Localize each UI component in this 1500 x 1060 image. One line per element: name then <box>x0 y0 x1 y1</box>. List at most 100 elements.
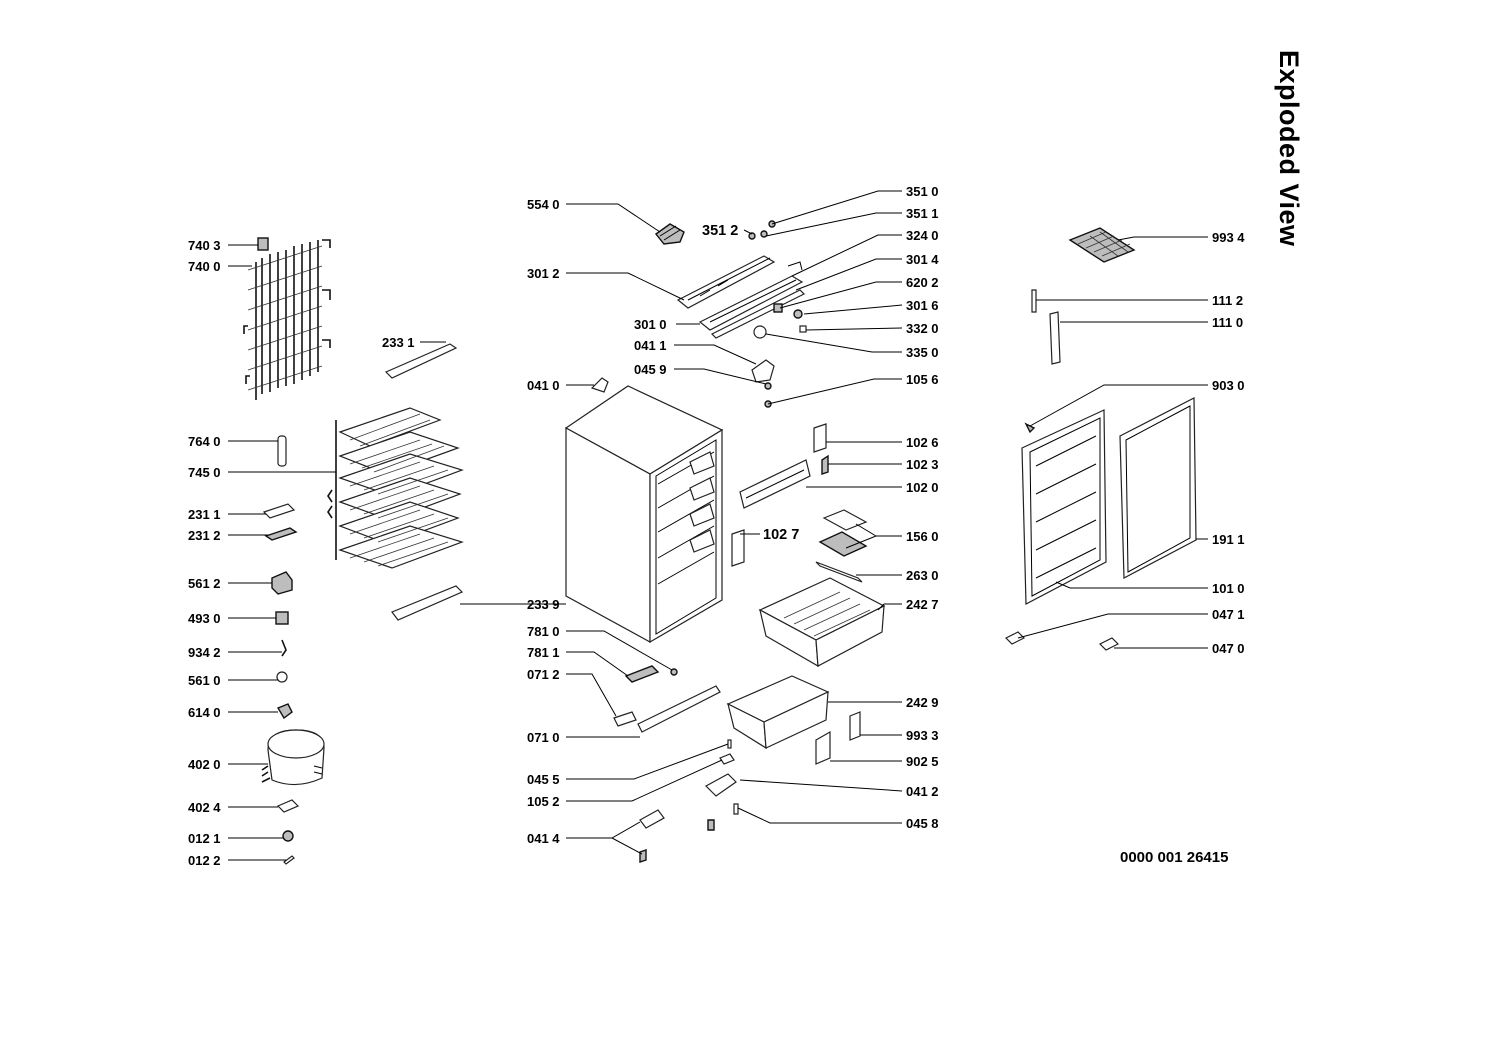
label-242-7: 242 7 <box>906 597 939 612</box>
label-111-0: 111 0 <box>1212 315 1243 330</box>
label-301-0: 301 0 <box>634 317 667 332</box>
cabinet-drawing <box>564 385 724 644</box>
label-335-0: 335 0 <box>906 345 939 360</box>
hinge-041-2-drawing <box>705 773 737 797</box>
part-620-2-drawing <box>773 303 783 313</box>
part-071-2-drawing <box>613 711 637 727</box>
label-301-2: 301 2 <box>527 266 560 281</box>
part-045-5-drawing <box>727 739 732 749</box>
label-351-2: 351 2 <box>702 223 738 239</box>
label-903-0: 903 0 <box>1212 378 1245 393</box>
knob-351-1-drawing <box>760 230 768 238</box>
thermostat-drawing <box>654 223 685 245</box>
part-263-0-drawing <box>815 561 863 583</box>
rail-233-1-drawing <box>384 343 458 379</box>
label-045-5: 045 5 <box>527 772 560 787</box>
plate-231-2-drawing <box>264 527 298 541</box>
label-047-1: 047 1 <box>1212 607 1245 622</box>
hinge-047-0-drawing <box>1098 637 1120 651</box>
part-781-0-drawing <box>670 668 678 676</box>
label-620-2: 620 2 <box>906 275 939 290</box>
label-102-3: 102 3 <box>906 457 939 472</box>
label-740-3: 740 3 <box>188 238 221 253</box>
label-781-1: 781 1 <box>527 645 560 660</box>
panel-102-0-detail <box>745 469 805 499</box>
label-105-2: 105 2 <box>527 794 560 809</box>
label-745-0: 745 0 <box>188 465 221 480</box>
bracket-402-4-drawing <box>276 799 300 813</box>
label-041-0: 041 0 <box>527 378 560 393</box>
relay-box-drawing <box>271 571 293 595</box>
label-263-0: 263 0 <box>906 568 939 583</box>
label-993-3-drawing <box>849 711 861 741</box>
label-012-2: 012 2 <box>188 853 221 868</box>
label-071-0: 071 0 <box>527 730 560 745</box>
hinge-047-1-drawing <box>1004 631 1026 645</box>
label-105-6: 105 6 <box>906 372 939 387</box>
label-740-0: 740 0 <box>188 259 221 274</box>
label-934-2: 934 2 <box>188 645 221 660</box>
knob-335-0-drawing <box>753 325 767 339</box>
label-351-0: 351 0 <box>906 184 939 199</box>
label-332-0: 332 0 <box>906 321 939 336</box>
screw-903-0-drawing <box>1024 422 1036 434</box>
part-105-2-drawing <box>719 753 735 765</box>
label-191-1: 191 1 <box>1212 532 1245 547</box>
label-102-7: 102 7 <box>763 527 799 543</box>
leader-lines <box>228 190 1208 861</box>
support-102-7-drawing <box>731 529 745 567</box>
clip-102-3-drawing <box>821 454 829 475</box>
hinge-041-4-drawing <box>639 809 665 829</box>
wire-934-2-drawing <box>281 639 287 657</box>
grommet-drawing <box>282 830 294 842</box>
tray-156-0-a-drawing <box>822 509 868 531</box>
foot-drawing <box>707 819 715 831</box>
part-labels: 740 3 740 0 233 1 764 0 745 0 231 1 231 … <box>188 184 1245 868</box>
label-111-2: 111 2 <box>1212 293 1243 308</box>
door-101-0-drawing <box>1021 409 1107 605</box>
compressor-drawing <box>261 729 325 786</box>
part-493-0-drawing <box>275 611 289 625</box>
label-071-2: 071 2 <box>527 667 560 682</box>
label-041-2: 041 2 <box>906 784 939 799</box>
label-993-3: 993 3 <box>906 728 939 743</box>
label-233-1: 233 1 <box>382 335 415 350</box>
hinge-041-0-drawing <box>590 377 609 393</box>
drawer-242-9-drawing <box>726 675 830 750</box>
support-102-6-drawing <box>813 423 827 453</box>
handle-111-0-drawing <box>1049 311 1061 365</box>
part-111-2-drawing <box>1031 289 1037 313</box>
control-housing-drawing <box>676 255 806 339</box>
knob-351-2-drawing <box>748 232 756 240</box>
filter-drawing <box>277 435 287 467</box>
rail-071-0-drawing <box>637 685 721 733</box>
part-332-0-drawing <box>799 325 807 333</box>
label-993-4: 993 4 <box>1212 230 1245 245</box>
label-041-4: 041 4 <box>527 831 560 846</box>
part-902-5-drawing <box>815 730 831 765</box>
label-324-0: 324 0 <box>906 228 939 243</box>
screw-045-8-drawing <box>733 803 739 815</box>
label-231-2: 231 2 <box>188 528 221 543</box>
part-301-6-drawing <box>793 309 803 319</box>
label-764-0: 764 0 <box>188 434 221 449</box>
tray-156-0-b-drawing <box>818 531 868 557</box>
label-045-9: 045 9 <box>634 362 667 377</box>
label-902-5: 902 5 <box>906 754 939 769</box>
label-781-0: 781 0 <box>527 624 560 639</box>
label-101-0: 101 0 <box>1212 581 1245 596</box>
label-493-0: 493 0 <box>188 611 221 626</box>
label-561-2: 561 2 <box>188 576 221 591</box>
label-047-0: 047 0 <box>1212 641 1245 656</box>
coil-clip-drawing <box>257 237 269 251</box>
part-614-0-drawing <box>276 703 293 720</box>
label-233-9: 233 9 <box>527 597 560 612</box>
document-number: 0000 001 26415 <box>1120 849 1229 866</box>
foot-041-4-drawing <box>639 849 647 863</box>
screw-045-9-drawing <box>764 382 772 390</box>
part-781-1-drawing <box>624 665 660 683</box>
part-561-0-drawing <box>276 671 288 683</box>
label-156-0: 156 0 <box>906 529 939 544</box>
label-614-0: 614 0 <box>188 705 221 720</box>
